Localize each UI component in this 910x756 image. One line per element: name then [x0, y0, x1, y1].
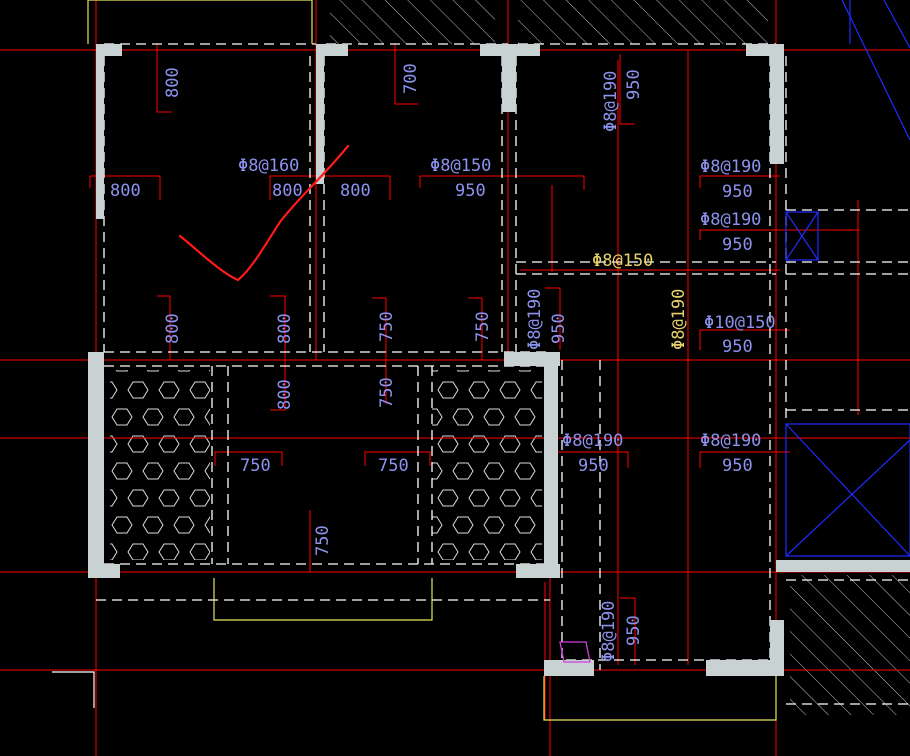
label-rebar-phi8-190-h: Φ8@190 [599, 601, 619, 662]
label-750-a: 750 [377, 311, 397, 342]
label-950-b: 950 [455, 181, 486, 201]
label-950-c: 950 [722, 182, 753, 202]
label-950-a: 950 [624, 69, 644, 100]
label-950-i: 950 [624, 615, 644, 646]
label-800-g: 800 [275, 379, 295, 410]
misc-white-lines [52, 671, 95, 708]
walls [88, 44, 910, 676]
label-750-f: 750 [313, 525, 333, 556]
label-800-a: 800 [163, 67, 183, 98]
label-rebar-phi8-150-a: Φ8@150 [430, 156, 491, 176]
label-rebar-phi8-190-c: Φ8@190 [700, 210, 761, 230]
label-rebar-phi10-150: Φ10@150 [704, 313, 776, 333]
label-950-e: 950 [549, 313, 569, 344]
label-800-e: 800 [163, 313, 183, 344]
label-rebar-phi8-190-b: Φ8@190 [700, 157, 761, 177]
label-950-h: 950 [722, 456, 753, 476]
label-rebar-phi8-190-f: Φ8@190 [562, 431, 623, 451]
label-700: 700 [401, 63, 421, 94]
label-rebar-phi8-160: Φ8@160 [238, 156, 299, 176]
label-rebar-phi8-190-g: Φ8@190 [700, 431, 761, 451]
dimension-lines [89, 44, 860, 720]
label-rebar-phi8-150-b: Φ8@150 [592, 251, 653, 271]
label-800-f: 800 [275, 313, 295, 344]
label-800-c: 800 [272, 181, 303, 201]
label-950-d: 950 [722, 235, 753, 255]
label-800-b: 800 [110, 181, 141, 201]
red-checkmark-markup [178, 144, 350, 282]
label-800-d: 800 [340, 181, 371, 201]
label-rebar-phi8-190-a: Φ8@190 [601, 71, 621, 132]
label-750-e: 750 [378, 456, 409, 476]
yellow-outlines [87, 0, 777, 721]
label-rebar-phi8-190-d: Φ8@190 [525, 289, 545, 350]
hatch-areas [330, 0, 910, 715]
dimension-labels: 800 700 Φ8@190 950 Φ8@160 800 800 800 Φ8… [110, 63, 776, 662]
label-750-d: 750 [240, 456, 271, 476]
label-rebar-phi8-190-e: Φ8@190 [669, 289, 689, 350]
blue-frames [785, 0, 910, 557]
hex-fill-regions [110, 370, 542, 560]
magenta-symbol [559, 641, 591, 663]
label-950-f: 950 [722, 337, 753, 357]
label-750-b: 750 [473, 311, 493, 342]
label-950-g: 950 [578, 456, 609, 476]
label-750-c: 750 [377, 377, 397, 408]
